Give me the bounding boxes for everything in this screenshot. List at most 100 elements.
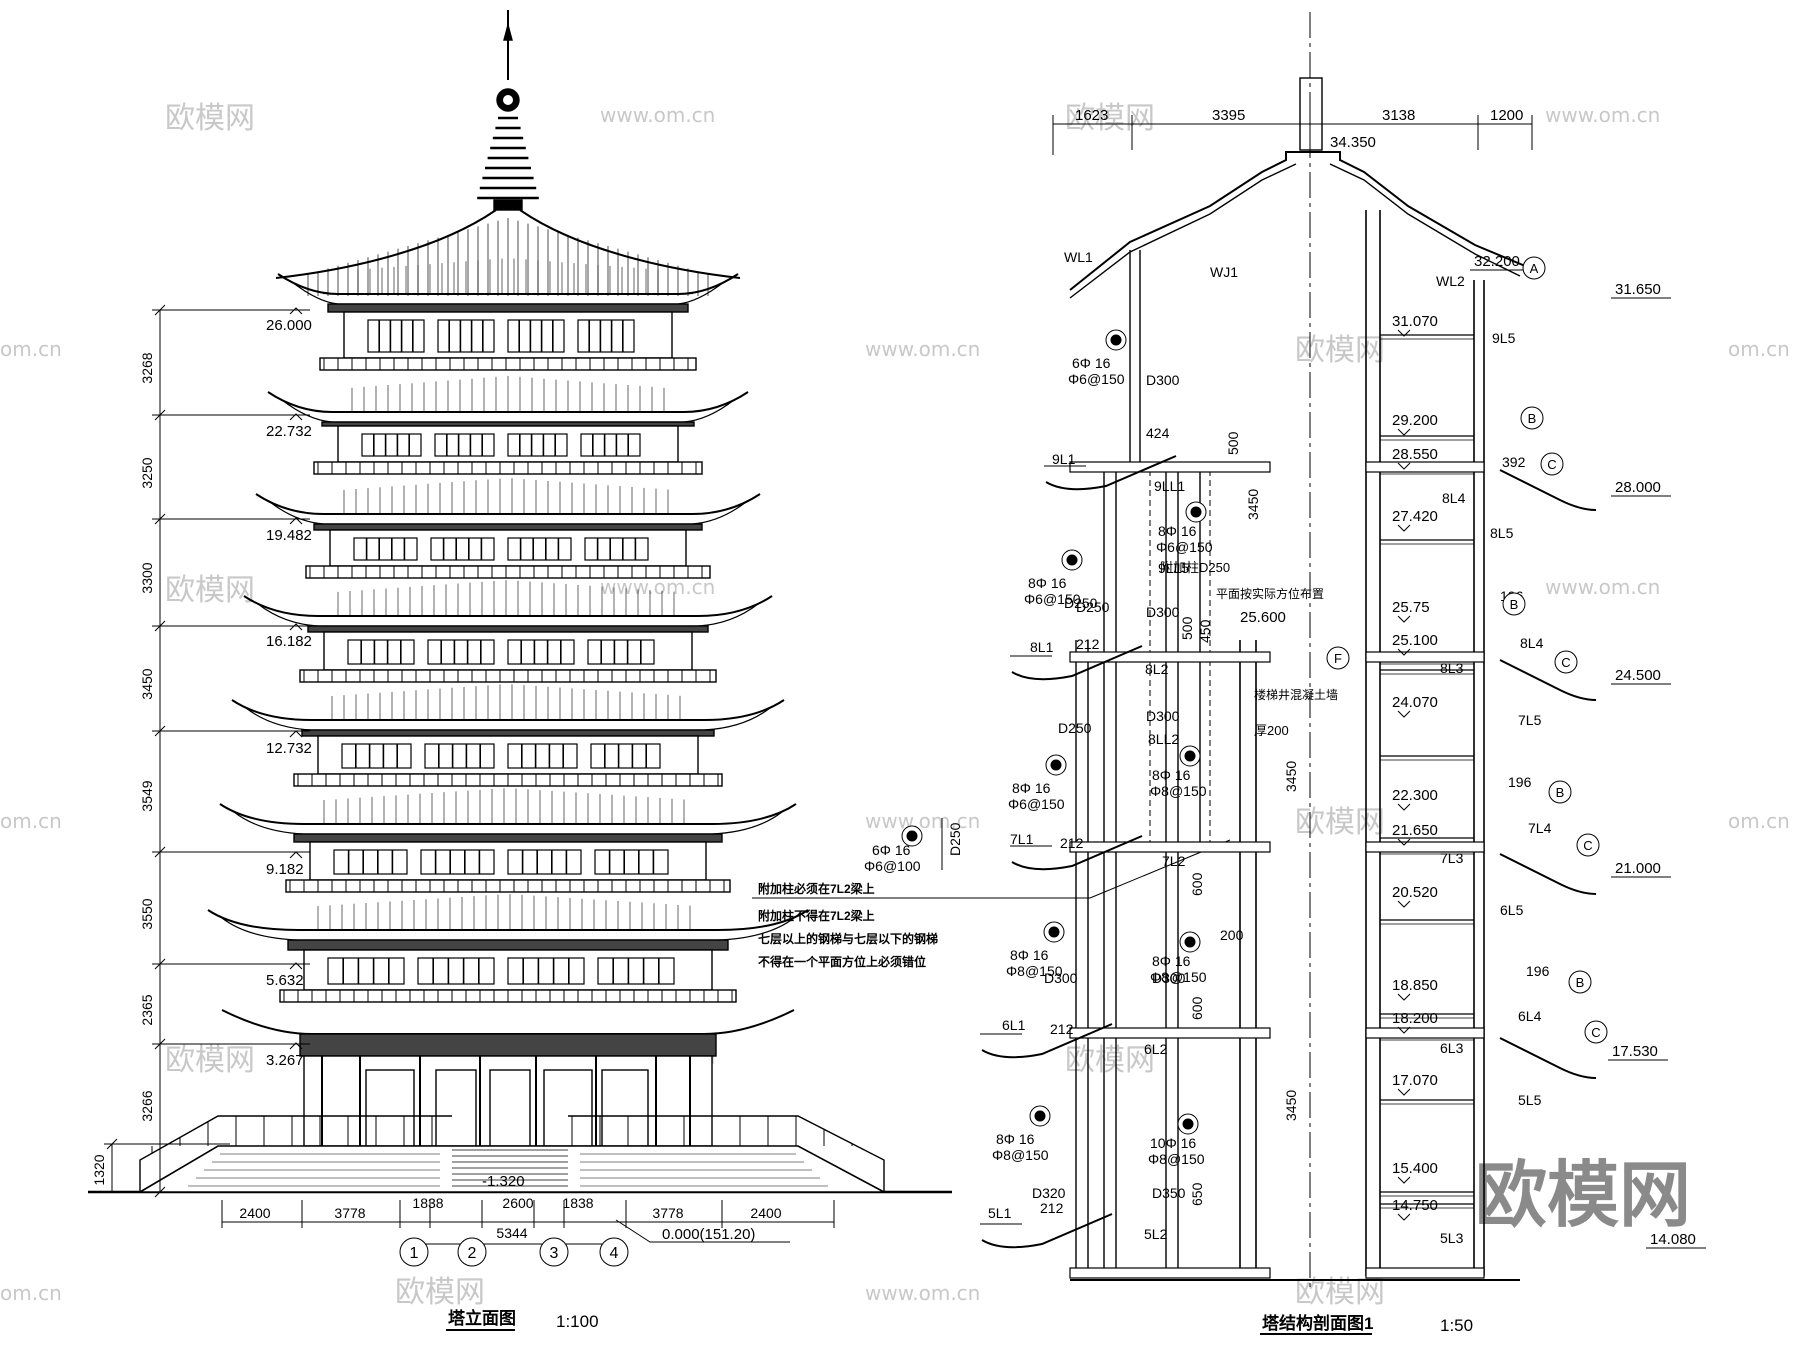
level-text: 19.482 — [266, 527, 312, 544]
rebar-section-dot — [1034, 1110, 1046, 1122]
watermark-brand: 欧模网 — [165, 573, 255, 608]
member-label: 7L4 — [1528, 820, 1552, 836]
member-label: 5L5 — [1518, 1092, 1542, 1108]
member-label: 8L4 — [1520, 635, 1544, 651]
level-text: 17.070 — [1392, 1072, 1438, 1089]
dimension-text: 200 — [1220, 927, 1244, 943]
callout-bubble — [1548, 780, 1572, 804]
dim-text: 1838 — [412, 1195, 443, 1211]
ground-level-mark: 0.000(151.20) — [615, 1219, 790, 1243]
rebar-section-dot — [1066, 554, 1078, 566]
level-text: 28.550 — [1392, 446, 1438, 463]
callout-bubble — [1326, 646, 1350, 670]
tier-window — [580, 433, 641, 457]
structural-section — [980, 12, 1597, 1290]
section-title: 塔结构剖面图1 1:50 — [1260, 1313, 1473, 1335]
left-eave — [981, 1213, 1113, 1249]
svg-text:D250: D250 — [947, 822, 963, 856]
dim-text: 1838 — [562, 1195, 593, 1211]
level-text: 22.300 — [1392, 787, 1438, 804]
tier-window — [333, 849, 408, 875]
elevation-title-text: 塔立面图 — [448, 1308, 516, 1328]
axis-bubble: 1 — [399, 1237, 429, 1267]
eave-curve — [255, 493, 761, 515]
dim-text: 2365 — [139, 994, 155, 1025]
pagoda-tier — [277, 258, 739, 371]
dimension-text: D350 — [1152, 1185, 1186, 1201]
dim-tick — [154, 1038, 166, 1050]
top-post — [1299, 77, 1323, 151]
level-symbol — [289, 962, 303, 970]
member-label: 8L3 — [1440, 660, 1464, 676]
dimension-text: 196 — [1526, 963, 1550, 979]
rebar-section-dot — [1110, 334, 1122, 346]
balustrade-left — [139, 1115, 452, 1192]
section-eaves — [980, 455, 1597, 1249]
eave-curve — [231, 699, 785, 721]
svg-text:2: 2 — [468, 1245, 477, 1262]
callout-letter: B — [1528, 411, 1537, 426]
tier-window — [437, 319, 495, 353]
eave-curve — [243, 595, 773, 617]
pagoda-tier — [255, 478, 761, 579]
level-text: 32.200 — [1474, 253, 1520, 270]
dimension-text: 650 — [1189, 1182, 1205, 1206]
tier-window — [507, 319, 565, 353]
level-text: 25.75 — [1392, 599, 1430, 616]
member-label: 9LL1 — [1154, 478, 1185, 494]
dim-text: 3549 — [139, 780, 155, 811]
dimension-text: D250 — [1076, 599, 1110, 615]
rebar-text: 8Φ 16 — [1158, 523, 1197, 539]
platform — [137, 1145, 885, 1193]
bracket-band — [307, 625, 709, 633]
member-label: WJ1 — [1210, 264, 1238, 280]
watermark-site: om.cn — [0, 809, 62, 833]
dim-text: 3266 — [139, 1090, 155, 1121]
section-floors — [1069, 334, 1520, 1281]
dimension-text: 3450 — [1283, 761, 1299, 792]
tier-window — [327, 957, 405, 985]
callout-letter: A — [1530, 261, 1539, 276]
watermark-site: www.om.cn — [600, 103, 715, 127]
watermark-site: www.om.cn — [865, 1281, 980, 1305]
note-line: 不得在一个平面方位上必须错位 — [758, 954, 926, 969]
axis-bubbles: 1 2 3 4 — [399, 1237, 629, 1267]
level-text: 18.200 — [1392, 1010, 1438, 1027]
elevation-base — [137, 1009, 885, 1193]
dim-text: 2600 — [502, 1195, 533, 1211]
level-symbol — [289, 730, 303, 738]
watermark-site: om.cn — [1728, 809, 1790, 833]
section-note: 厚200 — [1254, 723, 1289, 738]
watermarks: 欧模网 www.om.cn 欧模网 www.om.cn om.cn www.om… — [0, 101, 1790, 1310]
base-level-text: -1.320 — [482, 1173, 525, 1190]
level-symbol — [1397, 428, 1411, 436]
callout-bubble — [1568, 970, 1592, 994]
watermark-brand: 欧模网 — [1295, 333, 1385, 368]
rebar-text: 8Φ 16 — [1152, 767, 1191, 783]
section-walls — [1075, 210, 1485, 1276]
left-eave — [1011, 645, 1143, 681]
tier-window — [584, 537, 649, 561]
rebar-text: 8Φ 16 — [996, 1131, 1035, 1147]
level-text: 22.732 — [266, 423, 312, 440]
eave-curve — [219, 803, 797, 825]
dimension-text: 392 — [1502, 454, 1526, 470]
dimension-text: 600 — [1189, 872, 1205, 896]
level-text: 12.732 — [266, 740, 312, 757]
level-text: 27.420 — [1392, 508, 1438, 525]
level-text: 18.850 — [1392, 977, 1438, 994]
tier-railing — [305, 565, 711, 579]
watermark-brand: 欧模网 — [1065, 101, 1155, 136]
svg-text:Φ6@100: Φ6@100 — [864, 858, 921, 874]
tier-window — [353, 537, 418, 561]
level-text: 20.520 — [1392, 884, 1438, 901]
beam — [1069, 1267, 1271, 1279]
beam — [1069, 461, 1271, 473]
member-label: WL1 — [1064, 249, 1093, 265]
tier-window — [424, 743, 495, 769]
rebar-section-dot — [1050, 759, 1062, 771]
level-symbol — [1397, 838, 1411, 846]
spire-rings — [477, 116, 539, 211]
dim-tick — [154, 513, 166, 525]
